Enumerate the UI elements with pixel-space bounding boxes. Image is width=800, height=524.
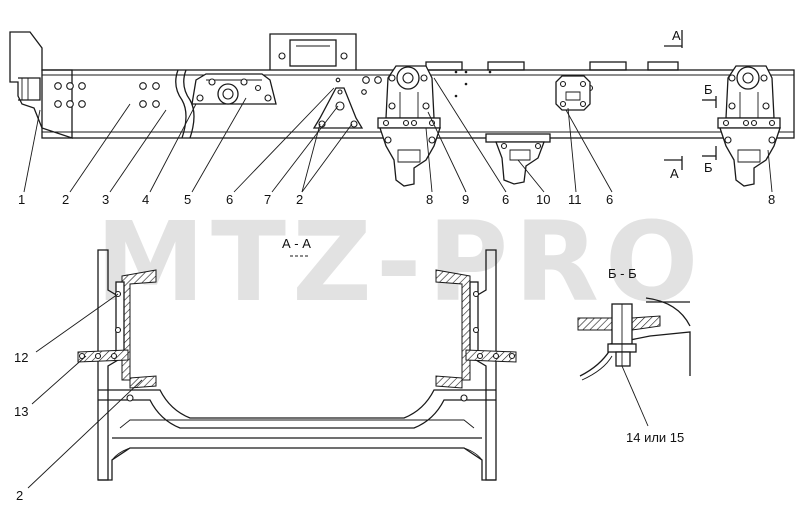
callout-13: 13 xyxy=(14,404,28,419)
callout-5: 5 xyxy=(184,192,191,207)
callout-7: 7 xyxy=(264,192,271,207)
callout-2b: 2 xyxy=(296,192,303,207)
front-bracket xyxy=(9,31,73,139)
callout-4: 4 xyxy=(142,192,149,207)
engine-mount-bracket xyxy=(191,73,277,105)
callout-8b: 8 xyxy=(768,192,775,207)
spring-bracket-front xyxy=(377,65,441,187)
callout-6a: 6 xyxy=(226,192,233,207)
callout-12: 12 xyxy=(14,350,28,365)
section-b-bottom: Б xyxy=(704,160,713,175)
callout-6c: 6 xyxy=(606,192,613,207)
callout-8a: 8 xyxy=(426,192,433,207)
callout-9: 9 xyxy=(462,192,469,207)
section-bb-view: Б - Б 14 или 15 xyxy=(577,266,691,445)
section-a-bottom: А xyxy=(670,166,679,181)
leader-lines-top xyxy=(23,77,773,193)
callout-11: 11 xyxy=(568,192,582,207)
callout-2: 2 xyxy=(62,192,69,207)
bolt-holes-front xyxy=(54,82,86,108)
section-b-top: Б xyxy=(704,82,713,97)
section-mark-b xyxy=(702,96,717,160)
callout-14: 14 или 15 xyxy=(626,430,684,445)
section-a-top: А xyxy=(672,28,681,43)
callout-1: 1 xyxy=(18,192,25,207)
section-aa-title: А - А xyxy=(282,236,311,251)
bracket-11 xyxy=(555,75,591,111)
callout-6b: 6 xyxy=(502,192,509,207)
bolt-holes-mid xyxy=(139,82,160,108)
callout-2c: 2 xyxy=(16,488,23,503)
watermark: MTZ-PRO xyxy=(96,198,705,326)
frame-side-view: А А Б Б 1 2 3 4 5 6 7 xyxy=(9,28,795,207)
section-mark-a xyxy=(664,30,683,170)
callout-10: 10 xyxy=(536,192,550,207)
top-tab xyxy=(269,33,357,70)
spring-bracket-rear xyxy=(717,65,781,187)
bracket-10 xyxy=(485,133,551,185)
support-bracket-7 xyxy=(312,77,364,129)
section-bb-title: Б - Б xyxy=(608,266,637,281)
callout-3: 3 xyxy=(102,192,109,207)
section-aa-view: А - А 12 13 2 xyxy=(14,236,517,503)
